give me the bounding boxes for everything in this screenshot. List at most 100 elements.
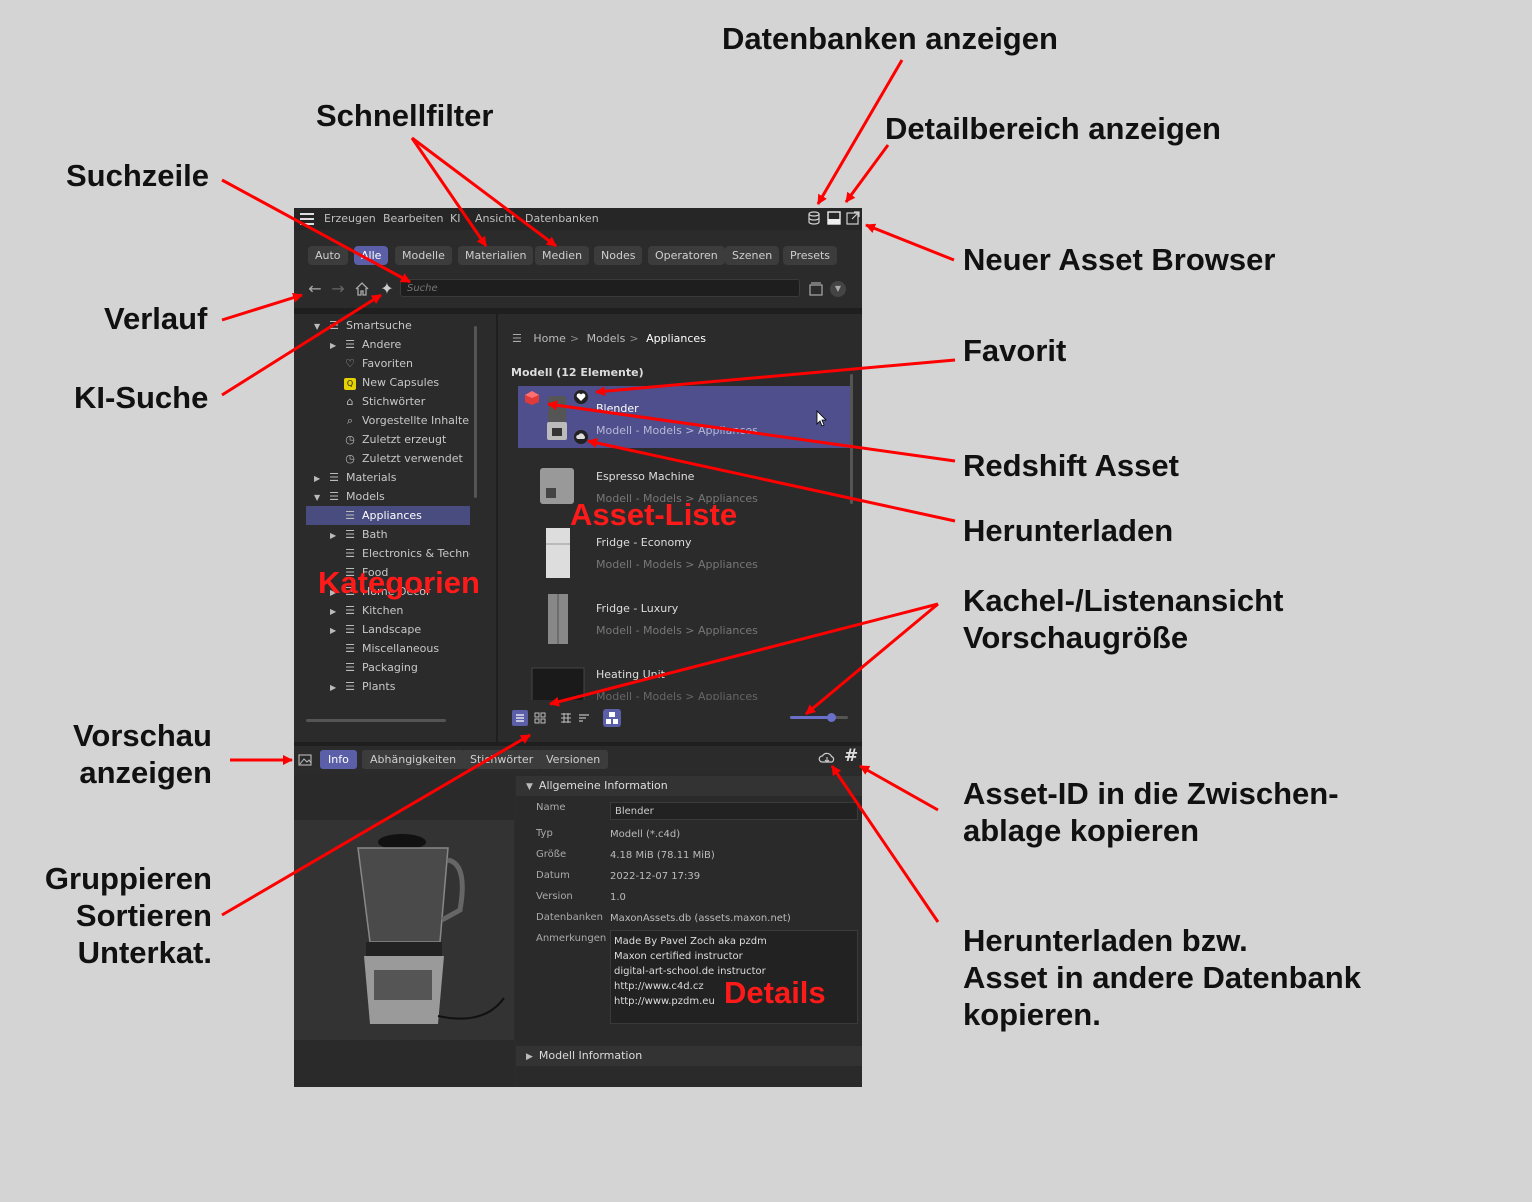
tree-item-label: Home Decor — [362, 585, 431, 598]
tree-item-packaging[interactable]: ☰Packaging — [306, 658, 470, 677]
tag-icon: ⌂ — [346, 395, 354, 408]
notes-textarea[interactable]: Made By Pavel Zoch aka pzdm Maxon certif… — [610, 930, 858, 1024]
tree-item-andere[interactable]: ▶☰Andere — [306, 335, 470, 354]
prop-label-version: Version — [536, 891, 573, 902]
copy-asset-id-hash-icon[interactable]: # — [844, 746, 859, 766]
tree-item-kitchen[interactable]: ▶☰Kitchen — [306, 601, 470, 620]
asset-row-fridge-economy[interactable]: Fridge - Economy Modell - Models > Appli… — [518, 520, 850, 582]
menu-bearbeiten[interactable]: Bearbeiten — [383, 212, 444, 225]
tree-item-home-decor[interactable]: ▶☰Home Decor — [306, 582, 470, 601]
tree-item-food[interactable]: ☰Food — [306, 563, 470, 582]
subcategory-icon[interactable] — [603, 709, 621, 727]
category-stack-icon[interactable] — [807, 280, 825, 298]
filter-materialien[interactable]: Materialien — [458, 246, 534, 265]
asset-row-fridge-luxury[interactable]: Fridge - Luxury Modell - Models > Applia… — [518, 586, 850, 648]
asset-row-heating-unit[interactable]: Heating Unit Modell - Models > Appliance… — [518, 652, 850, 700]
section-general-header[interactable]: ▼Allgemeine Information — [516, 776, 862, 796]
tab-stichwoerter[interactable]: Stichwörter — [462, 750, 542, 769]
tree-item-electronics-technology[interactable]: ☰Electronics & Technology — [306, 544, 470, 563]
chevron-down-icon[interactable]: ▼ — [314, 493, 321, 502]
tile-view-icon[interactable] — [532, 710, 548, 726]
tree-item-appliances[interactable]: ☰Appliances — [306, 506, 470, 525]
tree-item-favoriten[interactable]: ♡Favoriten — [306, 354, 470, 373]
name-field[interactable]: Blender — [610, 802, 858, 820]
search-options-dropdown-icon[interactable]: ▼ — [830, 281, 846, 297]
sort-icon[interactable] — [576, 710, 592, 726]
home-icon[interactable] — [353, 280, 371, 298]
database-icon: ☰ — [345, 528, 355, 541]
chevron-right-icon[interactable]: ▶ — [314, 474, 321, 483]
databases-icon[interactable] — [806, 210, 822, 226]
forward-arrow-icon[interactable]: → — [331, 279, 345, 298]
tree-scrollbar[interactable] — [474, 326, 477, 498]
asset-row-blender[interactable]: Blender Modell - Models > Appliances — [518, 386, 850, 448]
chevron-right-icon[interactable]: ▶ — [330, 588, 337, 597]
preview-size-slider-knob[interactable] — [827, 713, 836, 722]
section-model-header[interactable]: ▶Modell Information — [516, 1046, 862, 1066]
breadcrumb-models[interactable]: Models — [586, 332, 626, 345]
tree-item-zuletzt-verwendet[interactable]: ◷Zuletzt verwendet — [306, 449, 470, 468]
cloud-download-icon[interactable] — [818, 750, 836, 766]
tree-item-bath[interactable]: ▶☰Bath — [306, 525, 470, 544]
preview-image-icon[interactable] — [298, 753, 312, 767]
tab-info[interactable]: Info — [320, 750, 357, 769]
tree-item-zuletzt-erzeugt[interactable]: ◷Zuletzt erzeugt — [306, 430, 470, 449]
asset-list-scrollbar[interactable] — [850, 374, 853, 504]
toggle-tree-icon[interactable]: ☰ — [512, 332, 522, 345]
detail-panel-icon[interactable] — [826, 210, 842, 226]
tree-item-label: Landscape — [362, 623, 422, 636]
filter-modelle[interactable]: Modelle — [395, 246, 452, 265]
filter-szenen[interactable]: Szenen — [725, 246, 780, 265]
tree-item-plants[interactable]: ▶☰Plants — [306, 677, 470, 696]
favorite-heart-icon[interactable] — [574, 390, 588, 404]
middle-separator[interactable] — [294, 742, 862, 746]
filter-medien[interactable]: Medien — [535, 246, 590, 265]
chevron-right-icon[interactable]: ▶ — [330, 626, 337, 635]
ai-search-sparkle-icon[interactable]: ✦ — [380, 279, 394, 298]
group-icon[interactable] — [558, 710, 574, 726]
tree-item-materials[interactable]: ▶☰Materials — [306, 468, 470, 487]
menu-datenbanken[interactable]: Datenbanken — [525, 212, 599, 225]
callout-asset-id-line2: ablage kopieren — [963, 813, 1200, 848]
tree-item-models[interactable]: ▼☰Models — [306, 487, 470, 506]
breadcrumb-home[interactable]: Home — [533, 332, 566, 345]
menu-ansicht[interactable]: Ansicht — [475, 212, 516, 225]
tree-item-vorgestellte-inhalte[interactable]: ⌕Vorgestellte Inhalte — [306, 411, 470, 430]
download-cloud-icon[interactable] — [574, 430, 588, 444]
breadcrumb-appliances[interactable]: Appliances — [646, 332, 706, 345]
prop-value-groesse: 4.18 MiB (78.11 MiB) — [610, 850, 715, 861]
callout-gruppieren: Gruppieren Sortieren Unterkat. — [20, 860, 212, 971]
tree-item-smartsuche[interactable]: ▼☰Smartsuche — [306, 316, 470, 335]
tree-item-label: Stichwörter — [362, 395, 426, 408]
chevron-right-icon[interactable]: ▶ — [330, 683, 337, 692]
hamburger-menu-icon[interactable] — [300, 213, 314, 225]
menu-erzeugen[interactable]: Erzeugen — [324, 212, 376, 225]
vertical-splitter[interactable] — [496, 314, 498, 742]
tree-item-landscape[interactable]: ▶☰Landscape — [306, 620, 470, 639]
chevron-right-icon[interactable]: ▶ — [330, 531, 337, 540]
chevron-right-icon[interactable]: ▶ — [330, 607, 337, 616]
filter-nodes[interactable]: Nodes — [594, 246, 643, 265]
filter-alle[interactable]: Alle — [354, 246, 389, 265]
chevron-down-icon[interactable]: ▼ — [314, 322, 321, 331]
filter-operatoren[interactable]: Operatoren — [648, 246, 725, 265]
back-arrow-icon[interactable]: ← — [308, 279, 322, 298]
tree-item-miscellaneous[interactable]: ☰Miscellaneous — [306, 639, 470, 658]
filter-auto[interactable]: Auto — [308, 246, 348, 265]
list-view-icon[interactable] — [512, 710, 528, 726]
new-browser-icon[interactable] — [845, 210, 861, 226]
tree-item-label: Miscellaneous — [362, 642, 440, 655]
tree-horizontal-scrollbar[interactable] — [306, 719, 446, 722]
tab-abhaengigkeiten[interactable]: Abhängigkeiten — [362, 750, 465, 769]
search-input[interactable]: Suche — [400, 279, 800, 297]
tree-item-label: Favoriten — [362, 357, 413, 370]
filter-presets[interactable]: Presets — [783, 246, 838, 265]
note-line: http://www.pzdm.eu — [614, 996, 715, 1007]
tab-versionen[interactable]: Versionen — [538, 750, 609, 769]
tree-item-stichw-rter[interactable]: ⌂ Stichwörter — [306, 392, 470, 411]
prop-value-version: 1.0 — [610, 892, 626, 903]
preview-size-slider[interactable] — [790, 713, 848, 722]
chevron-right-icon[interactable]: ▶ — [330, 341, 337, 350]
menu-ki[interactable]: KI — [450, 212, 461, 225]
